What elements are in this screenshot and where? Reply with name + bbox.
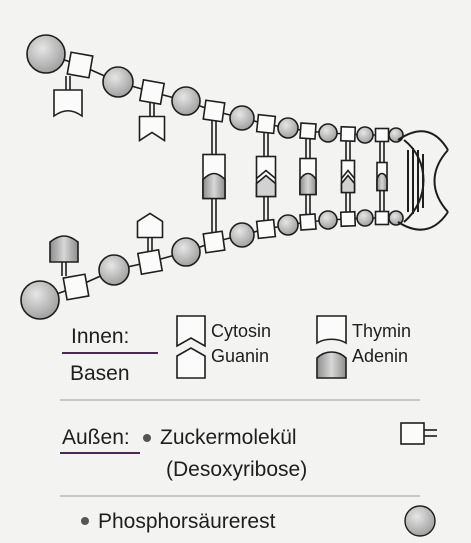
phosphate-ball-icon	[230, 106, 254, 130]
phosphate-ball-icon	[319, 211, 337, 229]
phosphate-ball-icon	[357, 127, 373, 143]
base-thymin-icon	[54, 90, 82, 116]
bullet-dot-icon	[143, 434, 151, 442]
sugar-square-icon	[376, 212, 389, 225]
phosphate-ball-icon	[230, 223, 254, 247]
base-cytosin-icon	[140, 117, 165, 141]
sugar-square-icon	[300, 123, 316, 139]
sugar-square-icon	[203, 231, 224, 252]
phosphate-ball-icon	[103, 67, 133, 97]
thymin-symbol-icon	[317, 316, 346, 343]
sugar-square-icon	[341, 127, 355, 141]
base-adenin-icon	[300, 174, 316, 195]
base-guanin-icon	[138, 214, 163, 238]
sugar-square-icon	[341, 212, 355, 226]
phosphorsaeurerest-symbol-icon	[405, 506, 435, 536]
base-adenin-icon	[203, 174, 225, 199]
phosphate-ball-icon	[278, 215, 298, 235]
sugar-square-icon	[67, 52, 92, 77]
sugar-square-icon	[257, 115, 276, 134]
sugar-square-icon	[63, 274, 88, 299]
zucker-sublabel: (Desoxyribose)	[166, 458, 307, 481]
zuckermolekuel-symbol-icon	[401, 423, 437, 444]
phosphor-label: Phosphorsäurerest	[98, 510, 276, 533]
phosphate-ball-icon	[99, 255, 129, 285]
phosphate-ball-icon	[172, 238, 200, 266]
base-adenin-icon	[50, 236, 78, 262]
sugar-square-icon	[300, 214, 316, 230]
guanin-label: Guanin	[211, 346, 269, 366]
adenin-label: Adenin	[352, 346, 408, 366]
phosphate-ball-icon	[319, 124, 337, 142]
cytosin-label: Cytosin	[211, 321, 271, 341]
bullet-dot-icon	[81, 517, 89, 525]
phosphate-ball-icon	[21, 281, 59, 319]
sugar-square-icon	[376, 129, 389, 142]
guanin-symbol-icon	[177, 348, 205, 378]
aussen-label: Außen:	[62, 426, 130, 449]
base-adenin-icon	[377, 174, 387, 191]
phosphate-ball-icon	[278, 118, 298, 138]
cytosin-symbol-icon	[177, 316, 205, 346]
sugar-square-icon	[203, 100, 224, 121]
zucker-label: Zuckermolekül	[160, 426, 297, 449]
sugar-square-icon	[140, 80, 164, 104]
thymin-label: Thymin	[352, 321, 411, 341]
dna-strand-illustration	[21, 35, 403, 319]
legend: Innen: Basen Cytosin Guanin Thymin Adeni…	[60, 316, 437, 536]
phosphate-ball-icon	[357, 210, 373, 226]
adenin-symbol-icon	[317, 352, 346, 378]
basen-label: Basen	[70, 362, 130, 385]
phosphate-ball-icon	[27, 35, 65, 73]
phosphate-ball-icon	[389, 128, 403, 142]
sugar-square-icon	[138, 250, 162, 274]
innen-label: Innen:	[71, 325, 129, 348]
phosphate-ball-icon	[172, 87, 200, 115]
sugar-square-icon	[257, 220, 276, 239]
double-helix-icon	[398, 131, 448, 229]
